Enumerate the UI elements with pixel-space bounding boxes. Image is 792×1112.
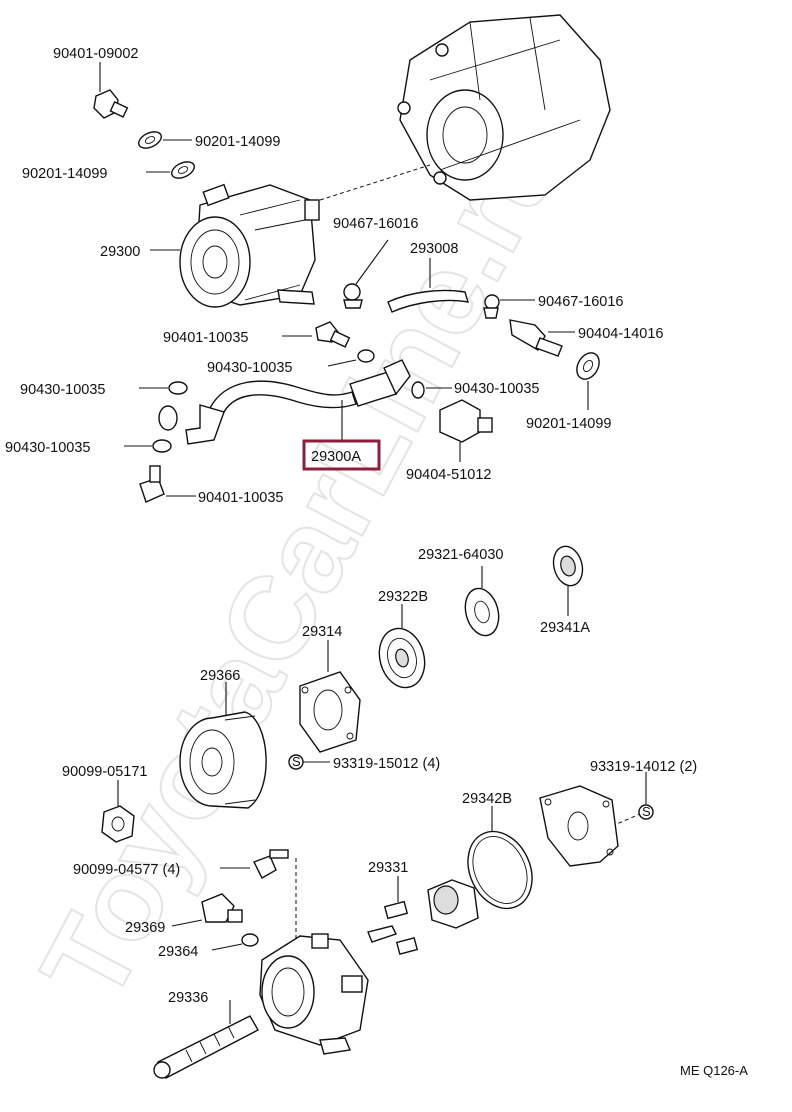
part-90430-10035-lower[interactable]: 90430-10035 — [5, 439, 172, 456]
part-90401-09002[interactable]: 90401-09002 — [53, 46, 138, 119]
label-90430-10035-lower: 90430-10035 — [5, 440, 90, 456]
label-90201-14099-left: 90201-14099 — [22, 166, 107, 182]
diagram-code: ME Q126-A — [680, 1063, 748, 1078]
part-29336-shaft[interactable]: 29336 — [153, 990, 259, 1079]
part-90201-14099-upper[interactable]: 90201-14099 — [136, 129, 280, 152]
part-90401-10035-lower[interactable]: 90401-10035 — [139, 465, 283, 506]
pump-housing-drawing[interactable] — [259, 933, 369, 1055]
part-90201-14099-right[interactable]: 90201-14099 — [526, 349, 611, 432]
part-29321-64030[interactable]: 29321-64030 — [418, 547, 504, 639]
label-93319-14012: 93319-14012 (2) — [590, 759, 697, 775]
label-90201-14099-upper: 90201-14099 — [195, 134, 280, 150]
label-29336: 29336 — [168, 990, 208, 1006]
part-29341A[interactable]: 29341A — [540, 543, 590, 636]
label-29366: 29366 — [200, 668, 240, 684]
label-90404-51012: 90404-51012 — [406, 467, 491, 483]
label-90467-16016-right: 90467-16016 — [538, 294, 623, 310]
part-29300-pump[interactable]: 29300 — [100, 183, 320, 308]
label-90404-14016: 90404-14016 — [578, 326, 663, 342]
rotor-cam-ring-drawing[interactable] — [427, 879, 479, 929]
part-90430-10035-left[interactable]: 90430-10035 — [20, 381, 188, 398]
label-90201-14099-right: 90201-14099 — [526, 416, 611, 432]
part-90404-51012[interactable]: 90404-51012 — [406, 399, 493, 483]
label-29300A: 29300A — [311, 449, 361, 465]
label-29364: 29364 — [158, 944, 198, 960]
label-90099-04577: 90099-04577 (4) — [73, 862, 180, 878]
part-29369[interactable]: 29369 — [125, 893, 243, 936]
part-93319-14012[interactable]: S 93319-14012 (2) — [590, 759, 697, 827]
screw-mark-s-2: S — [642, 804, 651, 819]
part-29322B-bearing[interactable]: 29322B — [373, 589, 431, 693]
alternator-guide-line — [319, 164, 431, 201]
screw-mark-s-1: S — [292, 754, 301, 769]
part-90099-05171[interactable]: 90099-05171 — [62, 764, 147, 843]
part-29314-plate[interactable]: 29314 — [299, 624, 361, 753]
cover-plate-drawing[interactable] — [539, 785, 619, 867]
part-29366-pulley[interactable]: 29366 — [179, 668, 267, 809]
part-29342B-o-ring[interactable]: 29342B — [456, 791, 544, 919]
highlight-box-29300A — [302, 439, 381, 471]
part-90430-10035-right[interactable]: 90430-10035 — [411, 381, 539, 399]
label-29322B: 29322B — [378, 589, 428, 605]
label-29300: 29300 — [100, 244, 140, 260]
part-29331-vanes[interactable]: 29331 — [367, 860, 419, 955]
part-29364[interactable]: 29364 — [158, 933, 259, 960]
label-93319-15012: 93319-15012 (4) — [333, 756, 440, 772]
label-90430-10035-top: 90430-10035 — [207, 360, 292, 376]
label-29369: 29369 — [125, 920, 165, 936]
label-29314: 29314 — [302, 624, 342, 640]
part-93319-15012[interactable]: S 93319-15012 (4) — [288, 754, 440, 772]
label-90467-16016-left: 90467-16016 — [333, 216, 418, 232]
part-90401-10035-upper[interactable]: 90401-10035 — [163, 321, 351, 348]
part-90467-16016-right[interactable]: 90467-16016 — [483, 294, 623, 319]
label-293008: 293008 — [410, 241, 458, 257]
label-29342B: 29342B — [462, 791, 512, 807]
label-90401-10035-lower: 90401-10035 — [198, 490, 283, 506]
part-90404-14016[interactable]: 90404-14016 — [509, 319, 663, 357]
label-90430-10035-right: 90430-10035 — [454, 381, 539, 397]
alternator-drawing — [397, 14, 611, 201]
part-293008-hose[interactable]: 293008 — [387, 241, 469, 313]
label-90401-10035-upper: 90401-10035 — [163, 330, 248, 346]
label-29321-64030: 29321-64030 — [418, 547, 503, 563]
part-90099-04577[interactable]: 90099-04577 (4) — [73, 849, 289, 879]
label-29341A: 29341A — [540, 620, 590, 636]
part-29300A-hose[interactable] — [158, 359, 411, 445]
part-90430-10035-top[interactable]: 90430-10035 — [207, 349, 375, 376]
label-90401-09002: 90401-09002 — [53, 46, 138, 62]
part-90467-16016-left[interactable]: 90467-16016 — [333, 216, 418, 309]
label-90430-10035-left: 90430-10035 — [20, 382, 105, 398]
part-90201-14099-left[interactable]: 90201-14099 — [22, 159, 197, 182]
label-29331: 29331 — [368, 860, 408, 876]
label-90099-05171: 90099-05171 — [62, 764, 147, 780]
